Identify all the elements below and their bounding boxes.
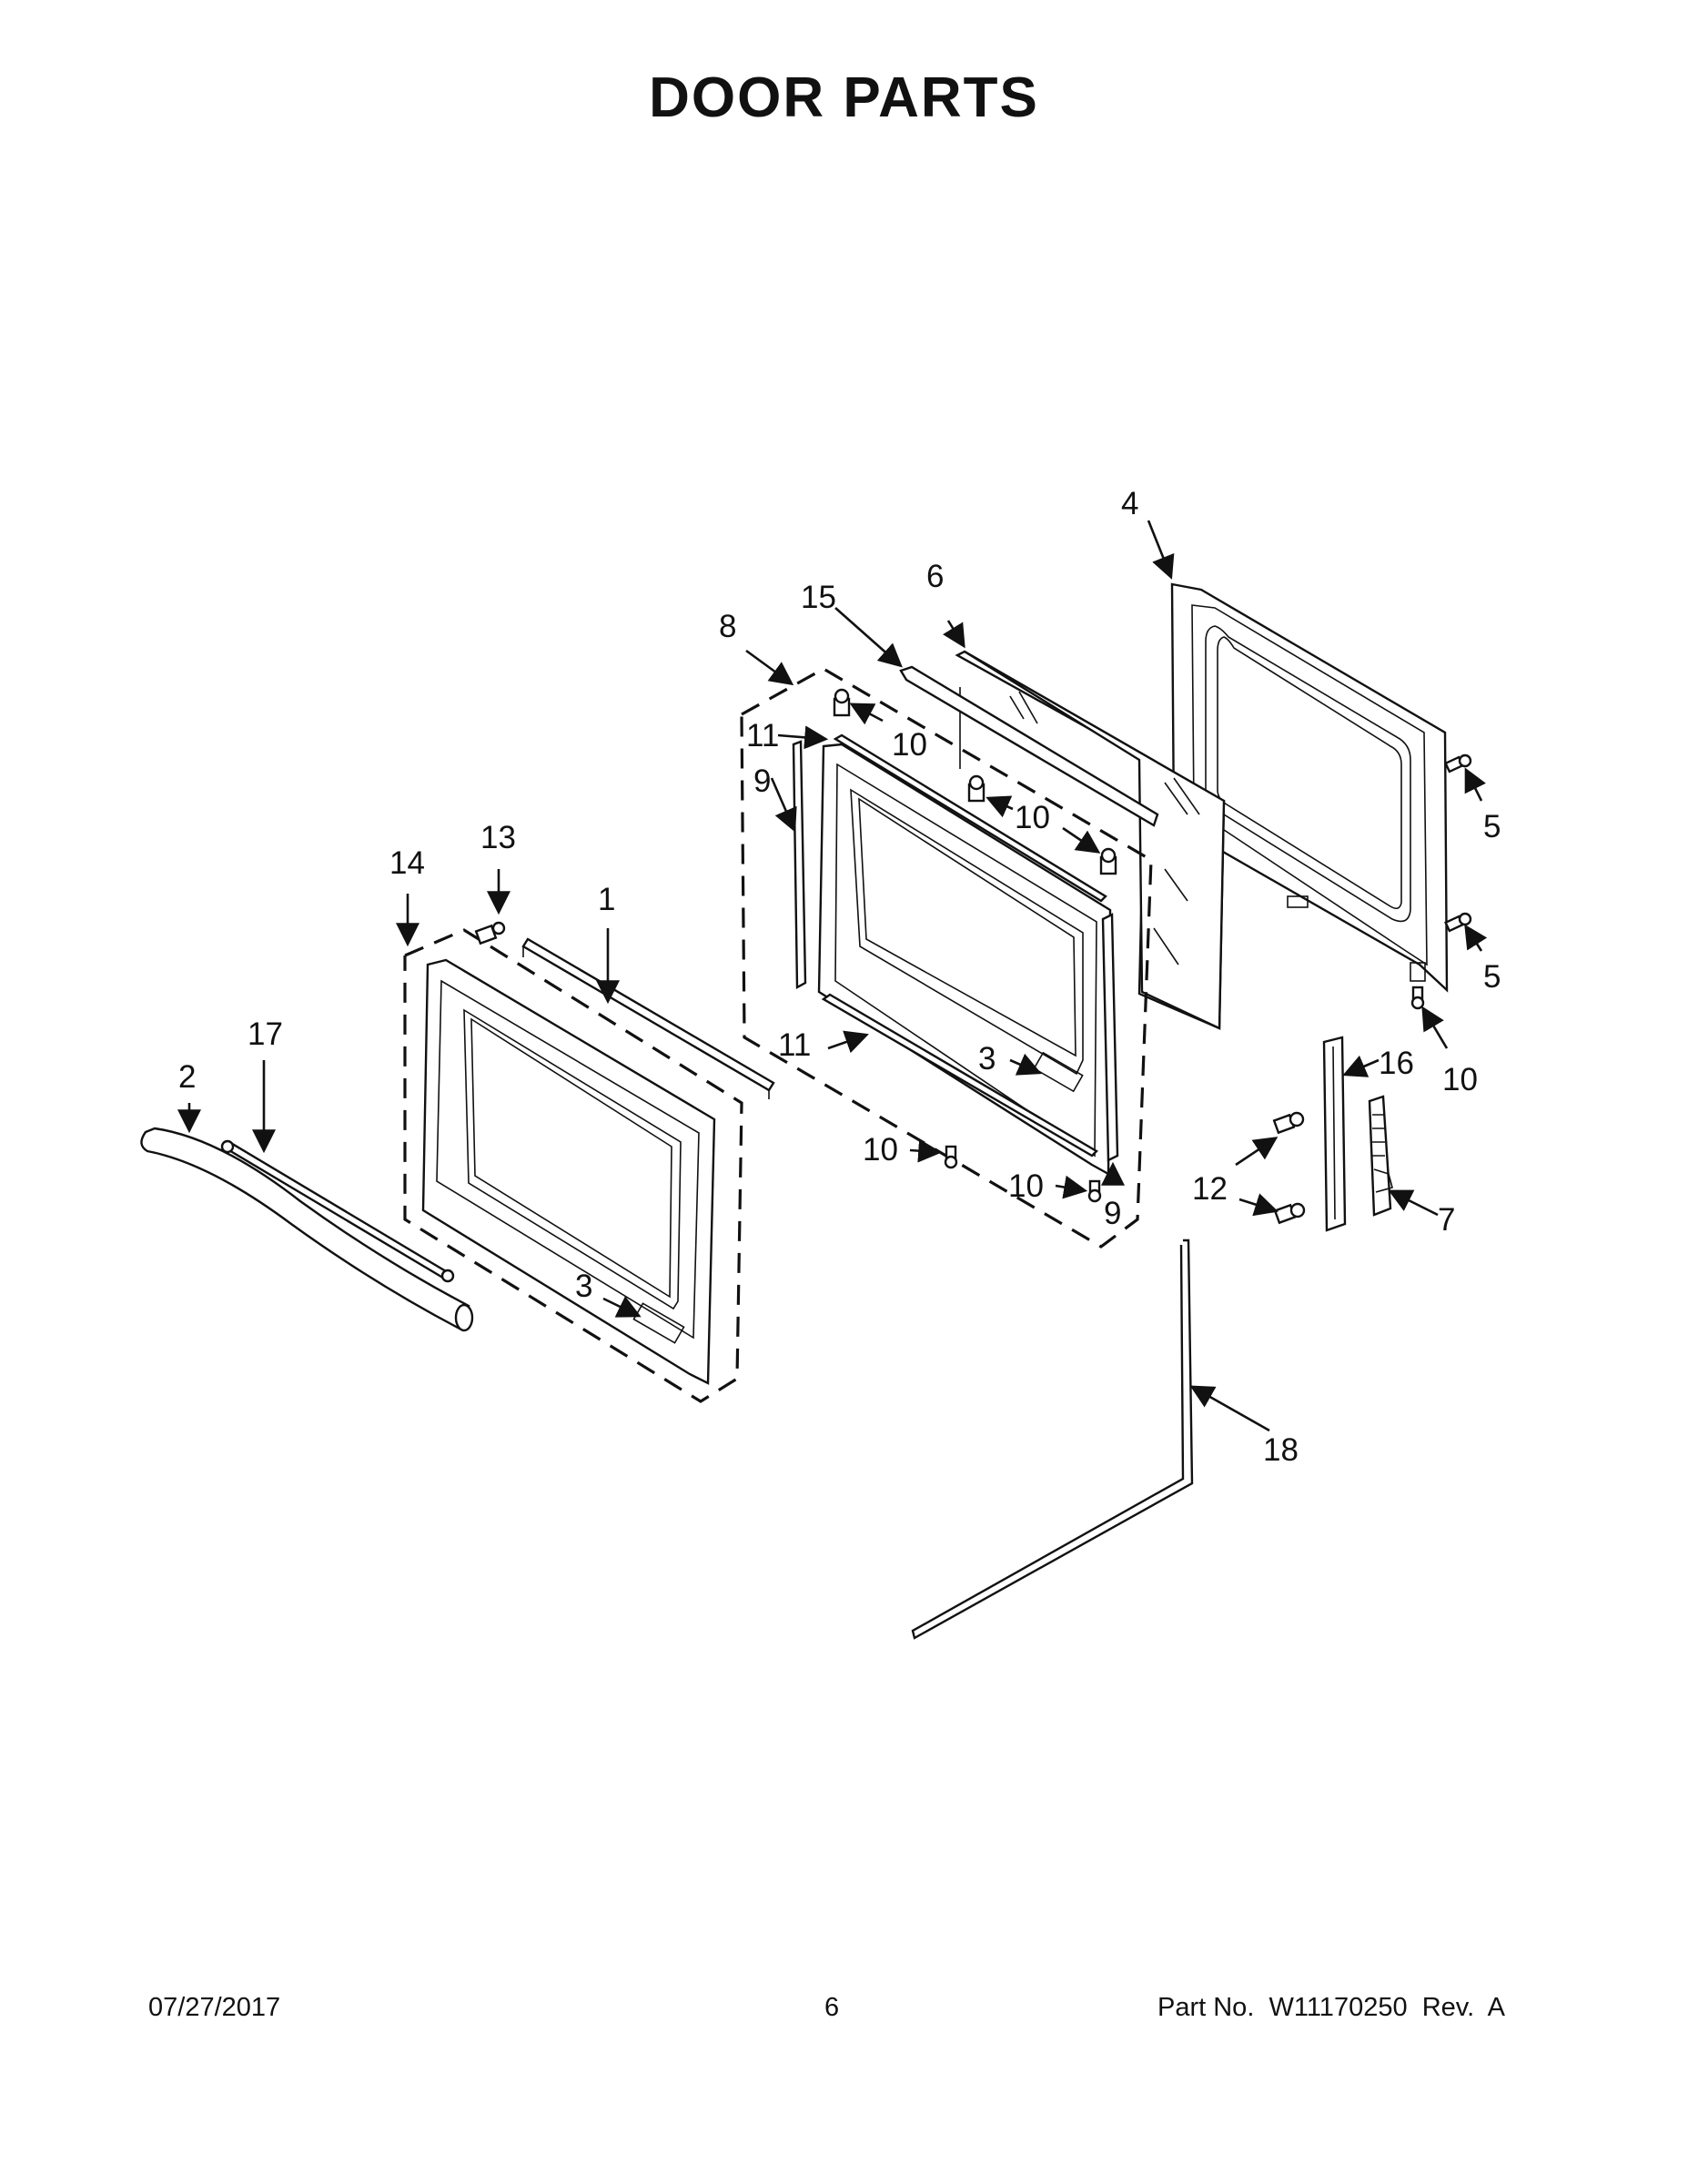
callout-13: 13 [480, 820, 516, 855]
screw-12-bottom [1273, 1202, 1306, 1225]
callout-12: 12 [1192, 1171, 1228, 1207]
callout-10-top-b: 10 [1015, 800, 1050, 835]
top-channel [899, 665, 1159, 827]
callout-10-bottom-a: 10 [863, 1132, 898, 1168]
footer-page-number: 6 [824, 1993, 840, 2022]
outer-door-panel [421, 958, 716, 1385]
screw-12-top [1272, 1111, 1305, 1135]
callout-10-side: 10 [1442, 1062, 1478, 1097]
callout-2: 2 [178, 1059, 196, 1095]
callout-11-bottom: 11 [778, 1027, 811, 1063]
callout-8: 8 [719, 609, 736, 644]
screw-10-bottom-b [1087, 1179, 1102, 1203]
door-handle [140, 1127, 474, 1332]
handle-mount-bar [220, 1139, 455, 1283]
door-gasket [911, 1239, 1194, 1640]
leader-lines [177, 520, 1488, 1432]
screw-5-top [1444, 753, 1472, 774]
door-hinge [1368, 1095, 1393, 1217]
callout-9-left: 9 [753, 763, 771, 799]
callout-5-bottom: 5 [1483, 959, 1501, 995]
page-title: DOOR PARTS [649, 66, 1039, 129]
callout-14: 14 [389, 845, 425, 881]
callout-10-top-a: 10 [892, 727, 927, 763]
screw-13 [474, 921, 506, 945]
callout-17: 17 [248, 1016, 283, 1052]
bottom-trim-strip [821, 993, 1098, 1158]
outer-door-group [403, 928, 743, 1403]
callout-3-window: 3 [978, 1041, 996, 1077]
hinge-receptacle [1322, 1036, 1347, 1232]
callout-3-door: 3 [575, 1269, 592, 1304]
callout-4: 4 [1121, 486, 1138, 521]
callout-11-top: 11 [746, 718, 779, 753]
callout-10-bottom-b: 10 [1008, 1168, 1044, 1204]
side-trim-right [1101, 913, 1119, 1162]
screw-10-top-c [1099, 847, 1117, 875]
callout-5-top: 5 [1483, 809, 1501, 844]
callout-18: 18 [1263, 1432, 1299, 1468]
window-assembly [817, 743, 1112, 1177]
callout-9-right: 9 [1104, 1196, 1121, 1231]
window-assembly-group [740, 667, 1153, 1249]
callout-15: 15 [801, 580, 836, 615]
screws [474, 688, 1472, 1225]
footer-part-number: Part No. W11170250 Rev. A [1157, 1993, 1506, 2022]
footer-date: 07/27/2017 [148, 1993, 281, 2022]
callout-16: 16 [1379, 1046, 1414, 1081]
door-glass-panel [955, 650, 1226, 1030]
top-trim-strip [833, 733, 1107, 903]
side-trim-left [792, 740, 807, 990]
screw-10-top-a [833, 688, 851, 717]
screw-10-bottom-a [944, 1145, 958, 1169]
inner-door-frame [1170, 582, 1449, 993]
callout-6: 6 [926, 559, 944, 594]
callout-1: 1 [598, 882, 615, 917]
screw-10-top-b [967, 774, 986, 803]
screw-10-side [1410, 986, 1425, 1010]
door-top-bracket [521, 937, 775, 1099]
callout-7: 7 [1438, 1202, 1455, 1238]
callout-labels: 4 6 15 8 11 10 9 10 5 5 10 16 7 12 11 3 … [178, 486, 1501, 1468]
